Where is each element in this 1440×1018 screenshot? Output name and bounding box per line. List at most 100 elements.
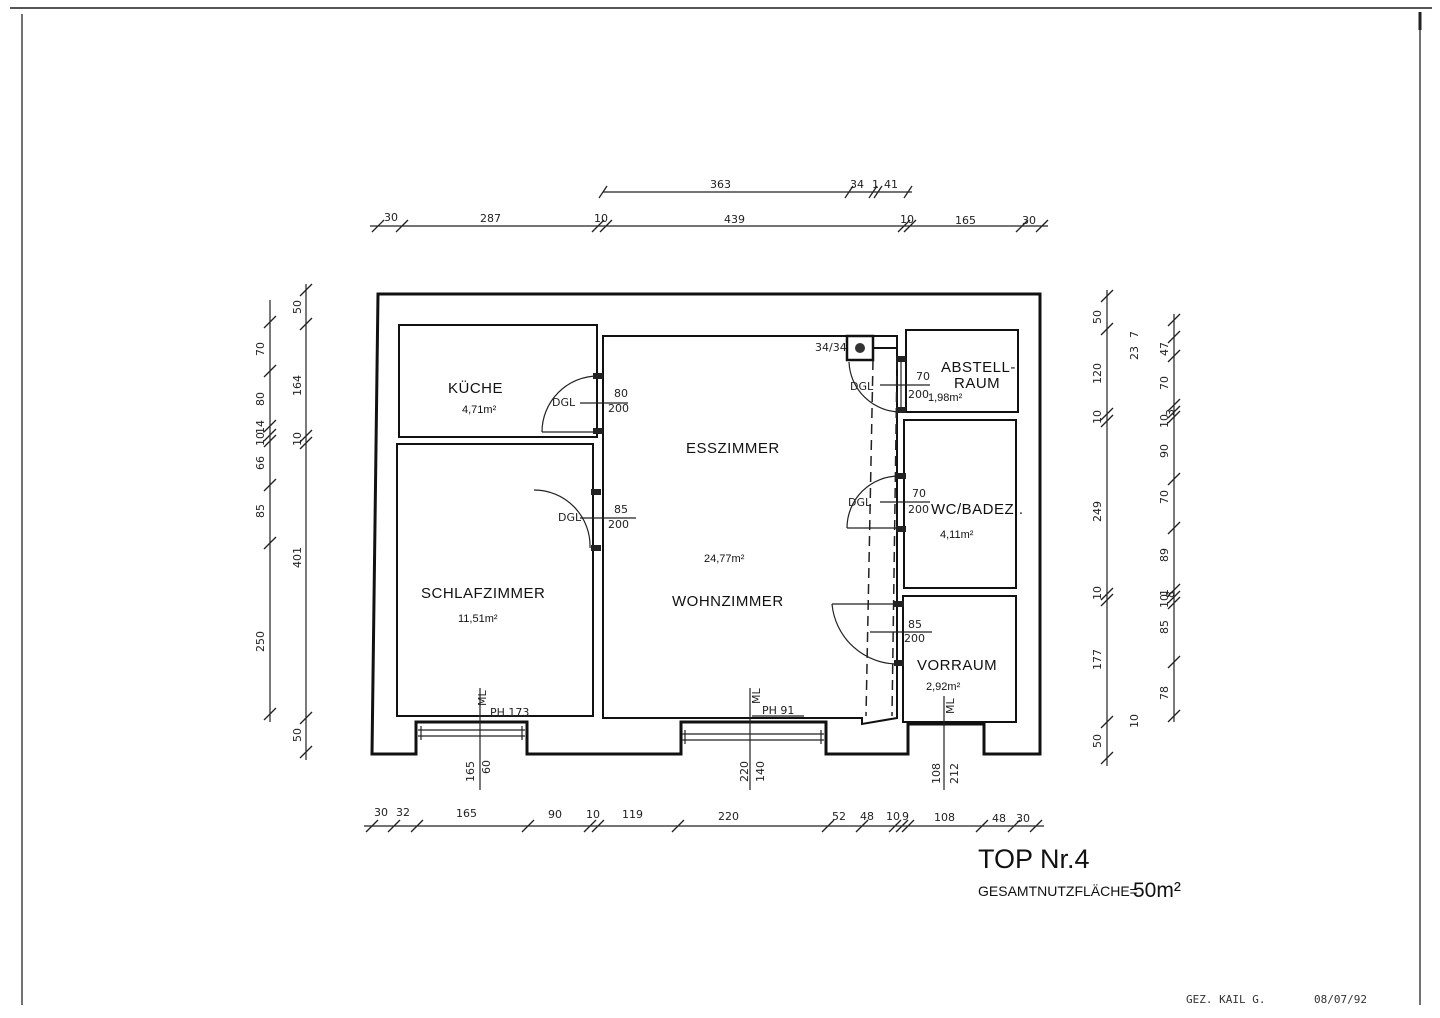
dim-right-outer-7: 90 — [1158, 444, 1171, 458]
door-schlaf-width: 85 — [614, 503, 628, 516]
dim-right-outer-2: 7 — [1128, 331, 1141, 338]
dim-bottom-3: 165 — [456, 807, 477, 820]
dim-left-outer-3: 14 — [254, 420, 267, 434]
window-schlaf-ml: ML — [476, 690, 489, 706]
dim-top2-2: 287 — [480, 212, 501, 225]
dim-right-inner-1: 50 — [1091, 310, 1104, 324]
dim-right-outer-1: 23 — [1128, 346, 1141, 360]
dim-left-inner-2: 164 — [291, 375, 304, 396]
dim-bottom-9: 48 — [860, 810, 874, 823]
door-swing-schlaf — [533, 489, 591, 549]
dim-bottom-11: 9 — [902, 810, 909, 823]
dim-top1-2: 34 — [850, 178, 864, 191]
door-vorraum-height: 200 — [904, 632, 925, 645]
room-abstell-name-1: ABSTELL- — [941, 359, 1016, 376]
windows — [418, 688, 945, 790]
dim-right-inner-6: 177 — [1091, 649, 1104, 670]
dim-bottom-6: 119 — [622, 808, 643, 821]
chimney-label: 34/34 — [815, 341, 847, 354]
dim-left-inner-5: 50 — [291, 728, 304, 742]
room-schlafzimmer-area: 11,51m² — [458, 613, 498, 625]
door-kueche-type: DGL — [552, 396, 576, 409]
window-vorraum-height: 212 — [948, 763, 961, 784]
door-schlaf-height: 200 — [608, 518, 629, 531]
room-kueche-name: KÜCHE — [448, 379, 503, 397]
dim-right-outer-10: 1 — [1158, 589, 1171, 596]
drawing-date: 08/07/92 — [1314, 993, 1367, 1006]
dim-left-inner-4: 401 — [291, 547, 304, 568]
window-labels: ML PH 173 165 60 ML PH 91 220 140 ML 108… — [464, 688, 961, 784]
dim-left-outer-2: 80 — [254, 392, 267, 406]
title-block: TOP Nr.4 GESAMTNUTZFLÄCHE= 50m² — [978, 844, 1181, 902]
dim-top1-4: 41 — [884, 178, 898, 191]
dim-left-inner-1: 50 — [291, 300, 304, 314]
dim-bottom-10: 10 — [886, 810, 900, 823]
door-abstell-width: 70 — [916, 370, 930, 383]
dashed-line-right — [891, 359, 898, 717]
door-swing-kueche — [541, 375, 599, 433]
dim-bottom-12: 108 — [934, 811, 955, 824]
dim-left-outer-7: 250 — [254, 631, 267, 652]
dim-top1-3: 1 — [872, 178, 879, 191]
dim-left-outer-5: 66 — [254, 456, 267, 470]
door-kueche-height: 200 — [608, 402, 629, 415]
schlafzimmer-walls — [396, 443, 594, 717]
door-labels: DGL 80 200 DGL 85 200 DGL 70 200 DGL 70 … — [552, 341, 930, 645]
dim-right-outer-12: 8 — [1164, 591, 1177, 598]
dim-right-inner-5: 10 — [1091, 586, 1104, 600]
kueche-walls — [398, 324, 598, 438]
doors — [533, 356, 932, 666]
plan-title: TOP Nr.4 — [978, 844, 1090, 874]
window-wohn-width: 220 — [738, 761, 751, 782]
dim-right-outer-5: 10 — [1158, 414, 1171, 428]
window-wohn-ml: ML — [750, 688, 763, 704]
door-schlaf-type: DGL — [558, 511, 582, 524]
dim-bottom-13: 48 — [992, 812, 1006, 825]
dim-top2-1: 30 — [384, 211, 398, 224]
dim-right-outer-13: 85 — [1158, 620, 1171, 634]
room-wohnzimmer-name: WOHNZIMMER — [672, 593, 784, 610]
dim-bottom-2: 32 — [396, 806, 410, 819]
drawn-by: GEZ. KAIL G. — [1186, 993, 1265, 1006]
dim-bottom-7: 220 — [718, 810, 739, 823]
room-schlafzimmer-name: SCHLAFZIMMER — [421, 585, 545, 602]
window-schlaf-ph: PH 173 — [490, 706, 529, 719]
wc-walls — [903, 419, 1017, 589]
door-wc-height: 200 — [908, 503, 929, 516]
door-swing-wc — [846, 475, 900, 529]
room-wc-area: 4,11m² — [940, 529, 974, 541]
door-abstell-height: 200 — [908, 388, 929, 401]
total-area-label: GESAMTNUTZFLÄCHE= — [978, 883, 1138, 899]
vorraum-walls — [902, 595, 1017, 723]
dim-bottom-5: 10 — [586, 808, 600, 821]
dim-top2-6: 165 — [955, 214, 976, 227]
room-vorraum-area: 2,92m² — [926, 681, 961, 693]
door-wc-type: DGL — [848, 496, 872, 509]
wohnzimmer-walls — [602, 335, 898, 726]
dim-right-inner-7: 50 — [1091, 734, 1104, 748]
dim-right-outer-6: 3 — [1164, 409, 1177, 416]
dim-right-outer-4: 70 — [1158, 376, 1171, 390]
window-vorraum-ml: ML — [944, 698, 957, 714]
room-abstell-name-2: RAUM — [954, 375, 1000, 392]
door-swing-abstell — [848, 361, 902, 413]
dim-bottom-1: 30 — [374, 806, 388, 819]
window-wohn-height: 140 — [754, 761, 767, 782]
dim-right-inner-2: 120 — [1091, 363, 1104, 384]
room-vorraum-name: VORRAUM — [917, 657, 997, 674]
dim-bottom-4: 90 — [548, 808, 562, 821]
chimney-icon — [855, 343, 865, 353]
window-vorraum-width: 108 — [930, 763, 943, 784]
dim-right-outer-15: 10 — [1128, 714, 1141, 728]
window-schlaf-height: 60 — [480, 760, 493, 774]
outer-walls — [370, 292, 1042, 756]
dim-right-outer-8: 70 — [1158, 490, 1171, 504]
room-labels: KÜCHE 4,71m² ESSZIMMER 24,77m² WOHNZIMME… — [421, 359, 1024, 693]
door-abstell-type: DGL — [850, 380, 874, 393]
door-swing-vorraum — [831, 603, 899, 665]
dim-right-outer-11: 10 — [1158, 594, 1171, 608]
dim-right-inner-3: 10 — [1091, 410, 1104, 424]
room-wc-name: WC/BADEZI. — [931, 501, 1024, 518]
footer: GEZ. KAIL G. 08/07/92 — [1186, 993, 1367, 1006]
